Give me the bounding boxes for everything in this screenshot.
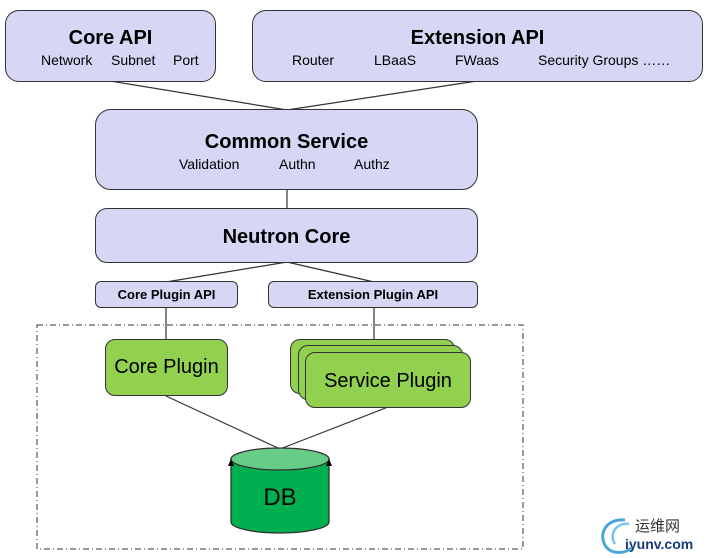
extension-api-title: Extension API (410, 27, 545, 49)
extension-api-item-router: Router (292, 52, 335, 68)
db-cylinder (228, 447, 332, 534)
connector-neutron-core-plugin-api (165, 261, 288, 283)
db-label: DB (263, 484, 297, 511)
watermark-swirl-icon (601, 518, 633, 554)
common-service-box: Common Service Validation Authn Authz (95, 109, 478, 190)
extension-api-item-fwaas: FWaas (455, 52, 499, 68)
extension-plugin-api-box: Extension Plugin API (268, 281, 478, 308)
connector-core-api-common (109, 80, 288, 111)
common-service-title: Common Service (204, 131, 369, 153)
core-api-title: Core API (68, 27, 153, 49)
connector-core-plugin-db (165, 395, 281, 450)
extension-plugin-api-title: Extension Plugin API (307, 287, 439, 302)
core-api-item-subnet: Subnet (111, 52, 156, 68)
neutron-core-box: Neutron Core (95, 208, 478, 263)
neutron-core-title: Neutron Core (222, 226, 351, 248)
extension-api-box: Extension API Router LBaaS FWaas Securit… (252, 10, 703, 82)
core-api-box: Core API Network Subnet Port (5, 10, 216, 82)
common-service-item-authz: Authz (354, 156, 390, 172)
common-service-item-validation: Validation (179, 156, 240, 172)
service-plugin-box: Service Plugin (305, 352, 471, 408)
watermark-url: iyunv.com (625, 536, 694, 552)
core-plugin-box: Core Plugin (105, 339, 228, 396)
common-service-item-authn: Authn (279, 156, 316, 172)
core-plugin-api-title: Core Plugin API (117, 287, 216, 302)
watermark: 运维网 iyunv.com (595, 512, 703, 556)
extension-api-item-lbaas: LBaaS (374, 52, 417, 68)
service-plugin-title: Service Plugin (324, 370, 452, 392)
core-api-item-port: Port (173, 52, 199, 68)
core-plugin-title: Core Plugin (114, 356, 219, 378)
connector-neutron-ext-plugin-api (286, 261, 375, 283)
watermark-cn: 运维网 (635, 517, 681, 535)
extension-api-item-security-groups: Security Groups …… (538, 52, 671, 68)
connector-service-plugin-db (279, 406, 389, 450)
core-plugin-api-box: Core Plugin API (95, 281, 238, 308)
connector-ext-api-common (286, 80, 478, 111)
core-api-item-network: Network (41, 52, 93, 68)
plugin-container-dashed (36, 324, 524, 550)
